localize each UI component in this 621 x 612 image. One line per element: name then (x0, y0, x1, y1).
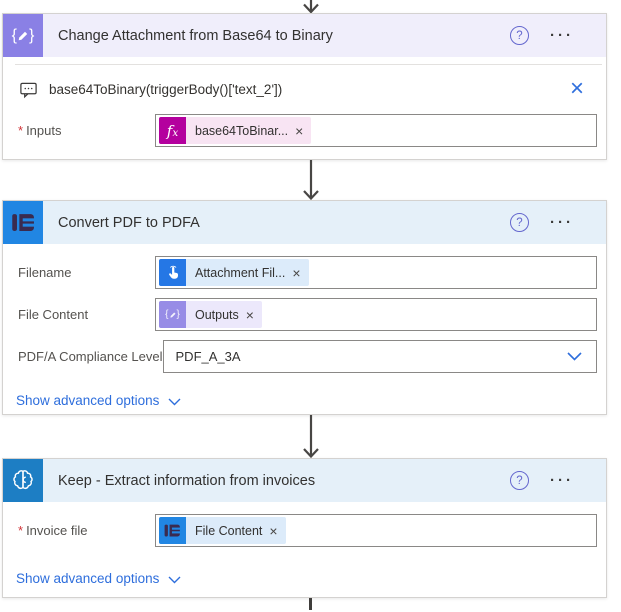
brain-icon (13, 469, 33, 489)
encodian-logo-icon (11, 214, 37, 231)
action-card-keep-extract-invoices: Keep - Extract information from invoices… (2, 458, 607, 598)
invoice-file-field[interactable]: File Content × (155, 514, 597, 547)
card-header[interactable]: Convert PDF to PDFA ? ··· (3, 201, 606, 244)
keep-connector-icon (3, 459, 43, 502)
show-advanced-options-link[interactable]: Show advanced options (16, 571, 181, 586)
dynamic-content-pill[interactable]: { } Outputs × (159, 301, 262, 328)
field-label: File Content (18, 307, 89, 322)
pencil-icon (18, 31, 28, 40)
card-header[interactable]: { } Change Attachment from Base64 to Bin… (3, 14, 606, 57)
help-icon[interactable]: ? (510, 26, 529, 45)
remove-token-icon[interactable]: × (269, 522, 278, 539)
comment-bubble-icon (20, 82, 37, 98)
help-icon[interactable]: ? (510, 213, 529, 232)
file-content-field[interactable]: { } Outputs × (155, 298, 597, 331)
help-icon[interactable]: ? (510, 471, 529, 490)
filename-field[interactable]: Attachment Fil... × (155, 256, 597, 289)
field-row-compliance-level: PDF/A Compliance Level PDF_A_3A (18, 340, 597, 373)
field-label: *Inputs (18, 123, 62, 138)
field-label: Filename (18, 265, 72, 280)
pill-label: Outputs (195, 307, 239, 322)
remove-token-icon[interactable]: × (292, 264, 301, 281)
chevron-down-icon (567, 352, 582, 361)
pill-label: base64ToBinar... (195, 123, 289, 138)
show-advanced-options-link[interactable]: Show advanced options (16, 393, 181, 408)
remove-token-icon[interactable]: × (295, 122, 304, 139)
connector-arrow-top (0, 0, 621, 13)
card-title: Convert PDF to PDFA (58, 214, 200, 231)
compliance-level-dropdown[interactable]: PDF_A_3A (162, 340, 597, 373)
expression-text: base64ToBinary(triggerBody()['text_2']) (49, 81, 283, 97)
manual-trigger-touch-icon (159, 259, 186, 286)
field-row-file-content: File Content { } Outputs × (18, 298, 597, 331)
pill-label: Attachment Fil... (195, 265, 286, 280)
chevron-down-icon (168, 576, 181, 583)
chevron-down-icon (168, 398, 181, 405)
header-divider (15, 64, 602, 65)
action-card-convert-pdf-to-pdfa: Convert PDF to PDFA ? ··· Filename Attac… (2, 200, 607, 415)
connector-stub-bottom (0, 598, 621, 612)
close-icon[interactable]: × (569, 75, 584, 102)
remove-token-icon[interactable]: × (245, 306, 254, 323)
connector-arrow-1 (0, 160, 621, 200)
dynamic-content-pill[interactable]: File Content × (159, 517, 286, 544)
encodian-logo-icon (159, 517, 186, 544)
connector-arrow-2 (0, 415, 621, 458)
field-label: PDF/A Compliance Level (18, 349, 163, 364)
card-header[interactable]: Keep - Extract information from invoices… (3, 459, 606, 502)
expression-bar: base64ToBinary(triggerBody()['text_2']) … (19, 76, 590, 102)
ellipsis-menu-icon[interactable]: ··· (550, 471, 574, 489)
data-operation-icon: { } (159, 301, 186, 328)
card-title: Keep - Extract information from invoices (58, 472, 316, 489)
dropdown-value: PDF_A_3A (175, 349, 241, 364)
required-asterisk: * (18, 123, 24, 138)
ellipsis-menu-icon[interactable]: ··· (550, 213, 574, 231)
field-row-filename: Filename Attachment Fil... × (18, 256, 597, 289)
data-operation-icon: { } (3, 14, 43, 57)
ellipsis-menu-icon[interactable]: ··· (550, 26, 574, 44)
pill-label: File Content (195, 523, 263, 538)
field-label: *Invoice file (18, 523, 88, 538)
required-asterisk: * (18, 523, 24, 538)
dynamic-content-pill[interactable]: Attachment Fil... × (159, 259, 309, 286)
encodian-connector-icon (3, 201, 43, 244)
action-card-base64-to-binary: { } Change Attachment from Base64 to Bin… (2, 13, 607, 160)
field-row-invoice-file: *Invoice file File Content × (18, 514, 597, 547)
card-title: Change Attachment from Base64 to Binary (58, 27, 333, 44)
